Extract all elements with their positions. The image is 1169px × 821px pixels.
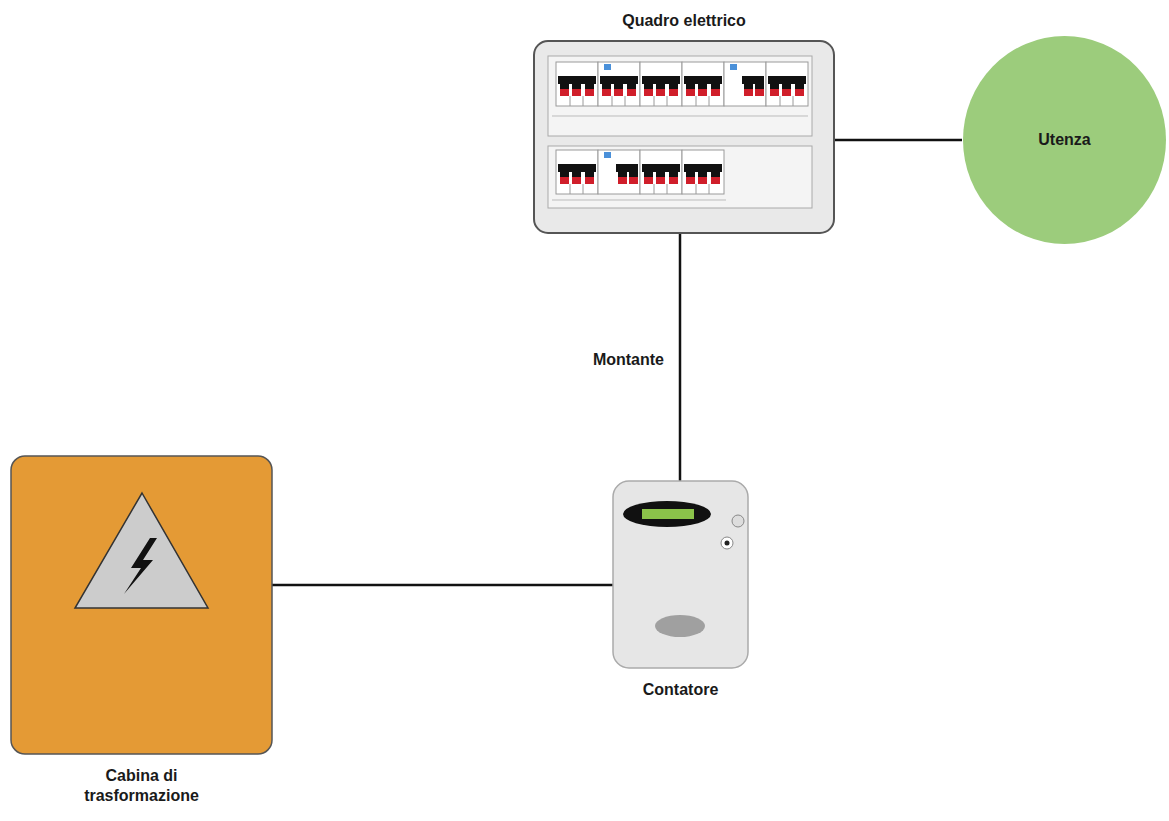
node-label: Quadro elettrico — [622, 11, 746, 31]
node-label: Cabina di trasformazione — [52, 766, 232, 806]
node-label: Utenza — [1038, 130, 1090, 150]
switchboard-panel: Quadro elettrico — [534, 41, 834, 233]
connector-line — [834, 139, 962, 142]
connector-line — [679, 233, 682, 481]
meter-device: Contatore — [613, 481, 748, 668]
edge-label: Montante — [591, 351, 666, 369]
load-circle: Utenza — [962, 35, 1167, 245]
transformer-cabin: Cabina di trasformazione — [11, 456, 272, 754]
node-label: Contatore — [591, 680, 771, 700]
connector-line — [272, 584, 613, 587]
